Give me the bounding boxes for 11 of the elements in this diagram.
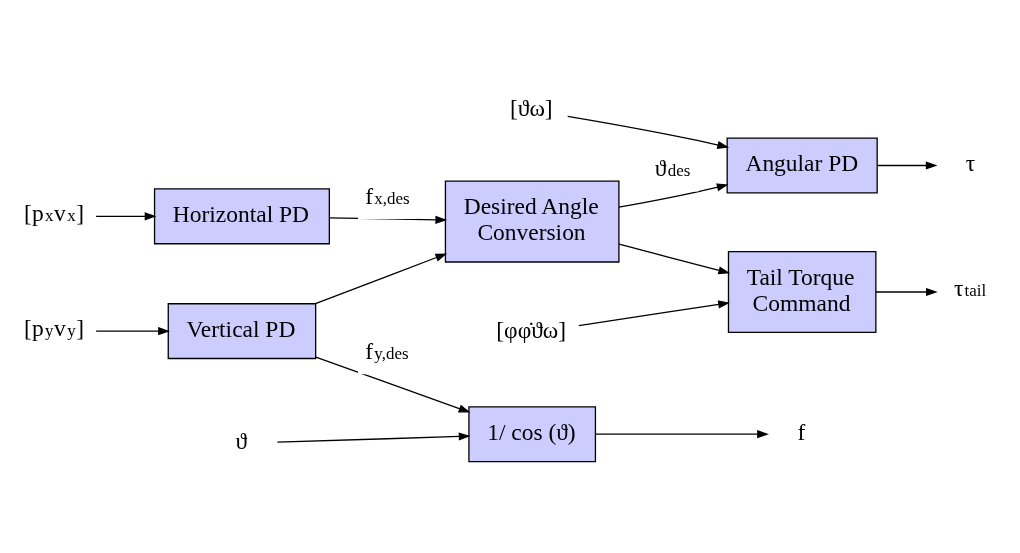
node-text: [φφ̇ϑω] [496,316,567,343]
node-text: [pyvy] [24,314,85,341]
edge-label: ϑdes [654,154,691,181]
node-text: ϑ [235,427,248,454]
edge-label: fx,des [365,182,410,209]
node-text: τtail [954,274,987,301]
node-text: [ϑω] [510,94,553,121]
node-text: [pxvx] [24,199,85,226]
node-text: τ [965,149,976,176]
edge-label: fy,des [365,337,409,364]
node-text: f [797,418,806,445]
